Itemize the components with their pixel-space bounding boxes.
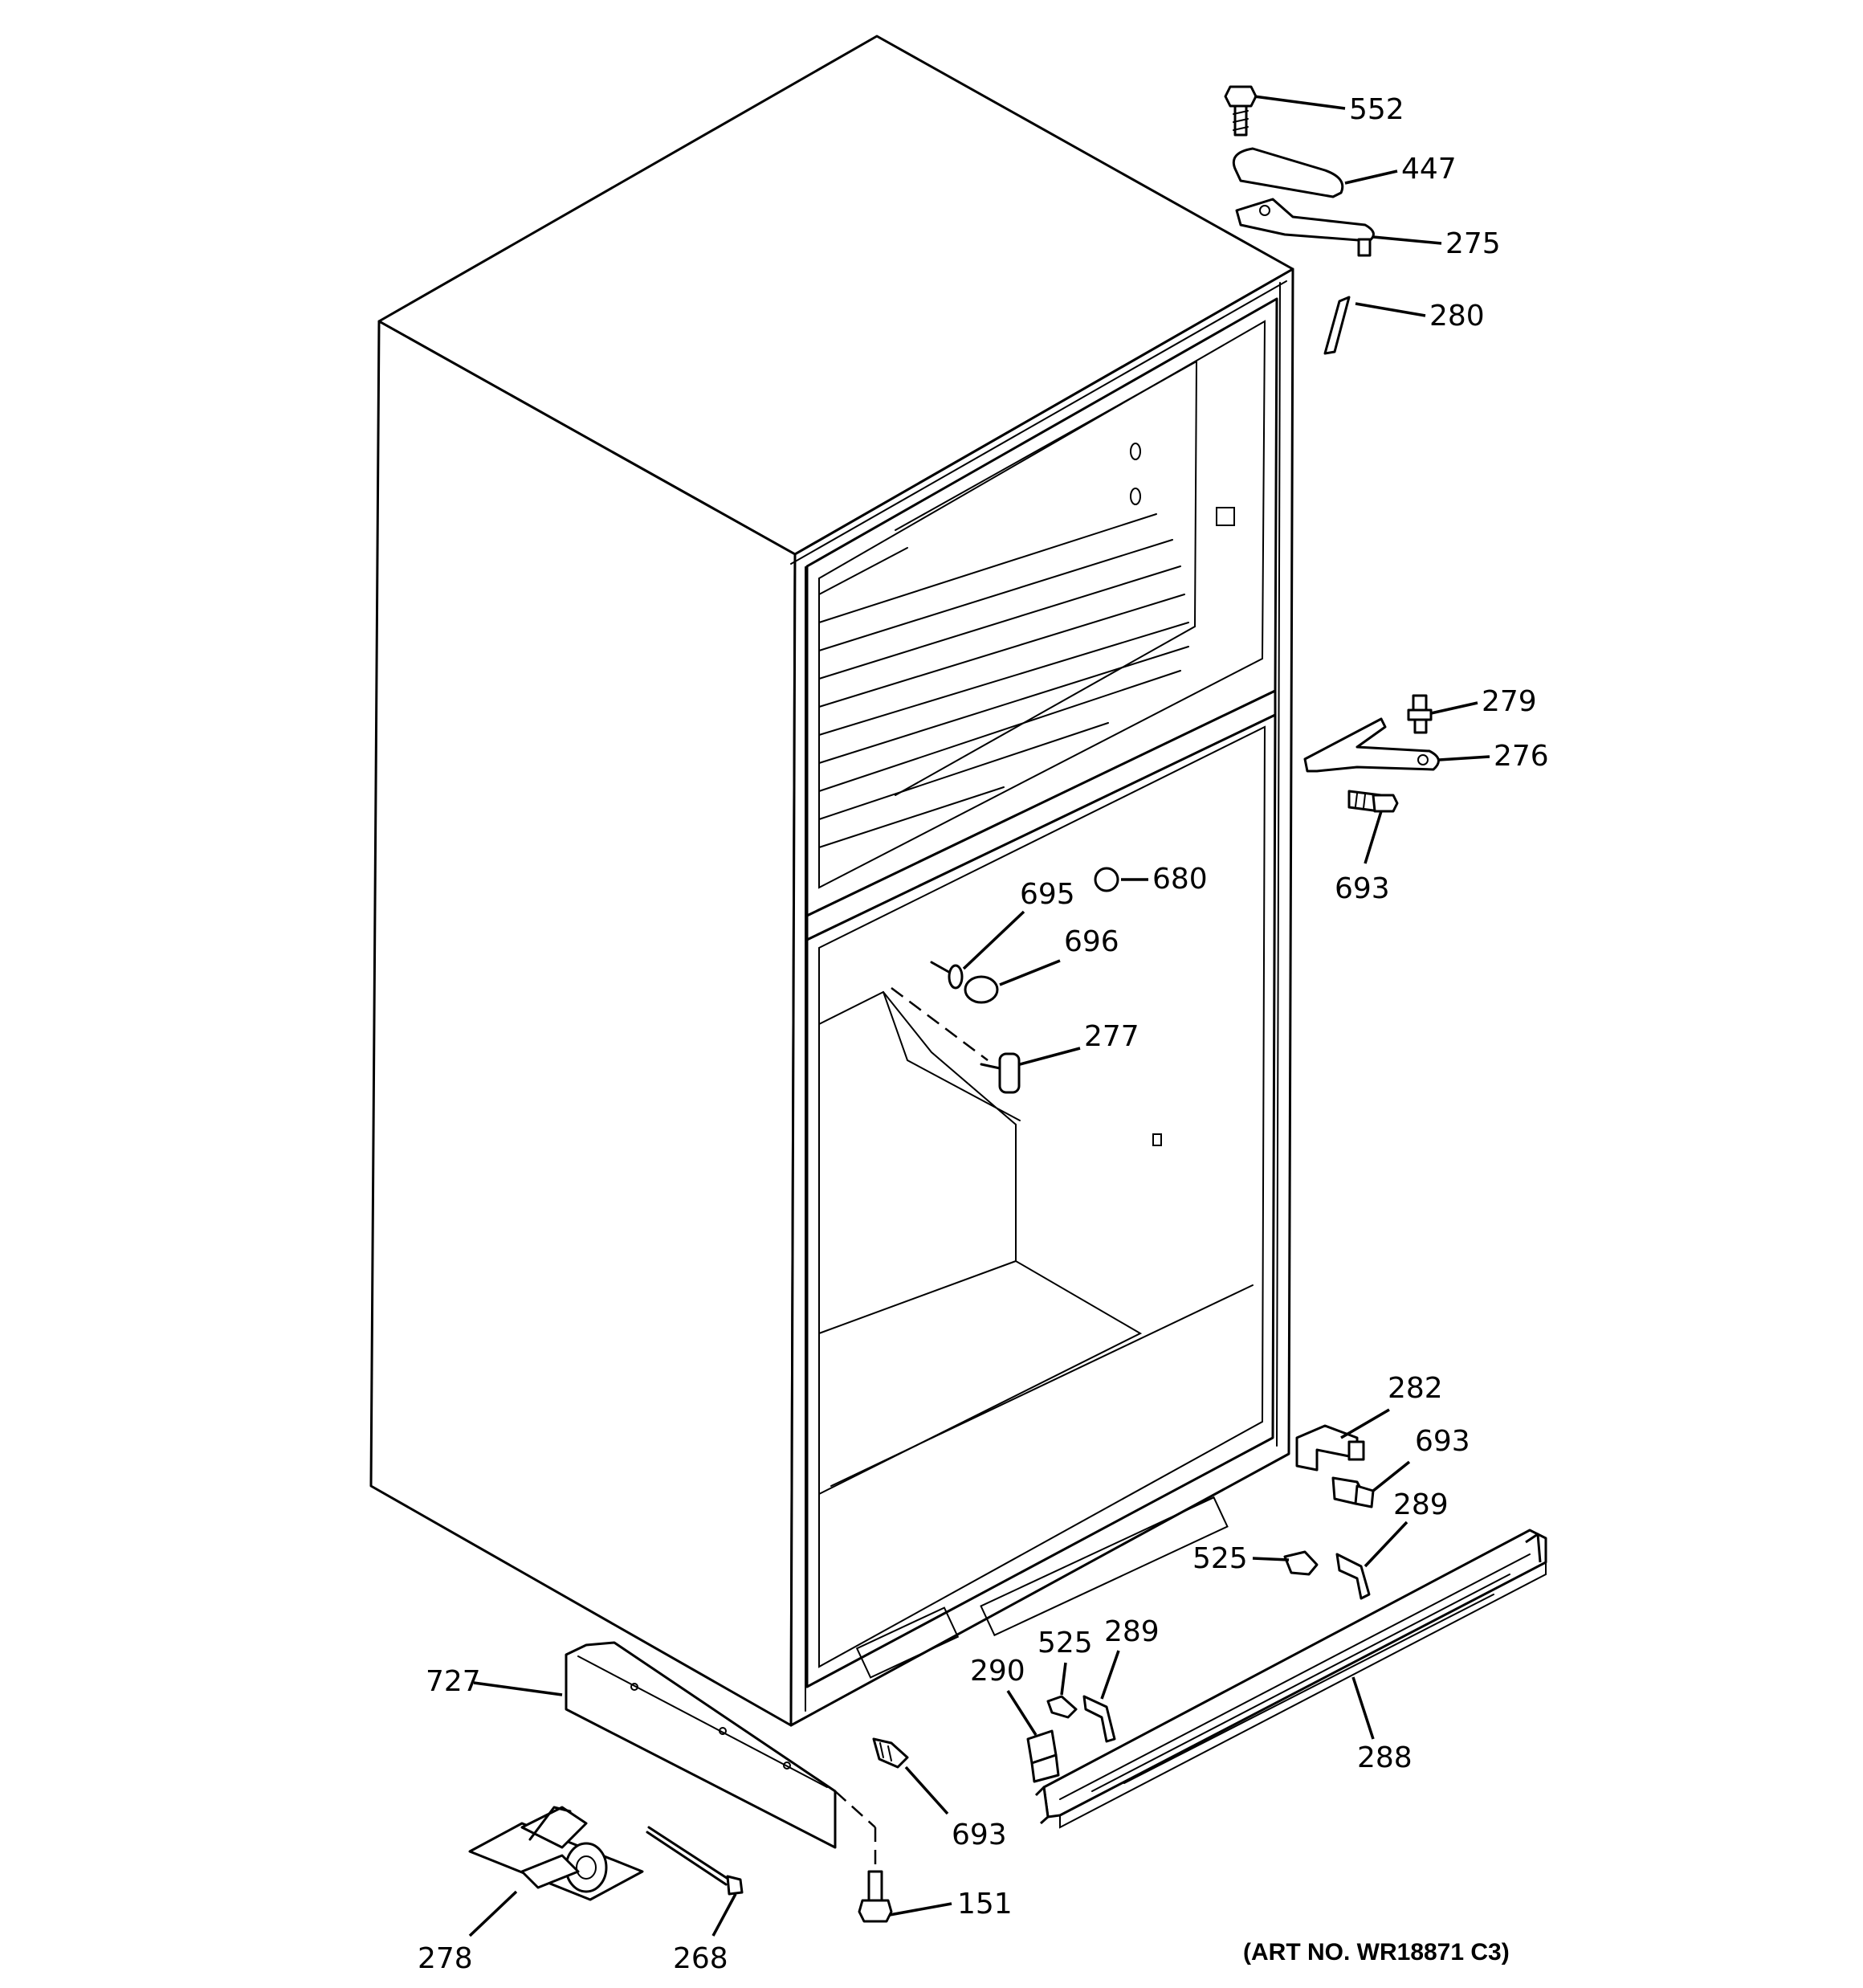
callout-288: 288 [1357,1741,1413,1774]
part-696-cap [964,975,999,1004]
part-282-bottom-hinge [1295,1424,1365,1472]
part-151-screw [858,1870,893,1923]
cabinet-side [369,320,797,1727]
part-280-shim [1323,296,1351,355]
callout-275: 275 [1445,227,1501,260]
callout-447: 447 [1401,153,1457,186]
part-268-rod [646,1826,744,1896]
part-552-screw [1224,85,1258,137]
callout-279: 279 [1482,685,1537,718]
part-525-screw-left [1046,1695,1078,1719]
art-number: (ART NO. WR18871 C3) [1243,1939,1510,1966]
part-693-screw-bottom [1331,1476,1375,1508]
callout-289-right: 289 [1393,1488,1449,1521]
callout-151: 151 [957,1888,1013,1921]
callout-282: 282 [1388,1372,1443,1405]
callout-525-left: 525 [1037,1627,1093,1659]
part-289-clip-left [1082,1695,1116,1743]
part-695-screw [930,961,964,990]
refrigerator-cabinet [369,35,1294,1727]
callout-525-right: 525 [1192,1542,1248,1575]
callout-680: 680 [1152,863,1208,896]
part-288-base-grille [1034,1529,1547,1829]
callout-277: 277 [1084,1020,1139,1053]
callout-695: 695 [1020,878,1075,911]
part-727-kick-plate [565,1641,877,1872]
callout-693-lower: 693 [952,1819,1007,1851]
part-290-bracket [1026,1729,1060,1783]
part-278-roller-assembly [468,1806,644,1901]
part-693-screw-center [1347,790,1399,813]
callout-290: 290 [970,1655,1025,1688]
part-693-screw-lower [872,1737,909,1769]
callout-727: 727 [426,1665,481,1698]
part-680-plug [1094,867,1119,892]
fresh-food-liner [818,725,1266,1668]
part-525-screw-right [1283,1550,1319,1576]
part-289-clip-right [1335,1553,1371,1600]
bottom-vents [855,1496,1229,1679]
callout-693-bottom-hinge: 693 [1415,1425,1470,1458]
callout-276: 276 [1494,740,1549,773]
part-447-hinge-cover [1232,147,1344,198]
callout-693-center: 693 [1335,872,1390,905]
leader-lines [468,95,1490,1937]
part-275-top-hinge [1235,198,1375,257]
callout-696: 696 [1064,925,1119,958]
fresh-food-opening [805,713,1277,1688]
callout-labels: 552 447 275 280 279 276 693 680 695 696 … [418,93,1549,1975]
part-277-door-stop [891,987,1021,1094]
callout-289-left: 289 [1104,1615,1160,1648]
part-276-center-hinge [1303,717,1440,773]
callout-552: 552 [1349,93,1404,126]
part-279-hinge-pin [1407,694,1433,734]
freezer-floor-ribs [818,513,1189,848]
callout-278: 278 [418,1942,473,1975]
callout-280: 280 [1429,300,1485,333]
callout-268: 268 [673,1942,728,1975]
